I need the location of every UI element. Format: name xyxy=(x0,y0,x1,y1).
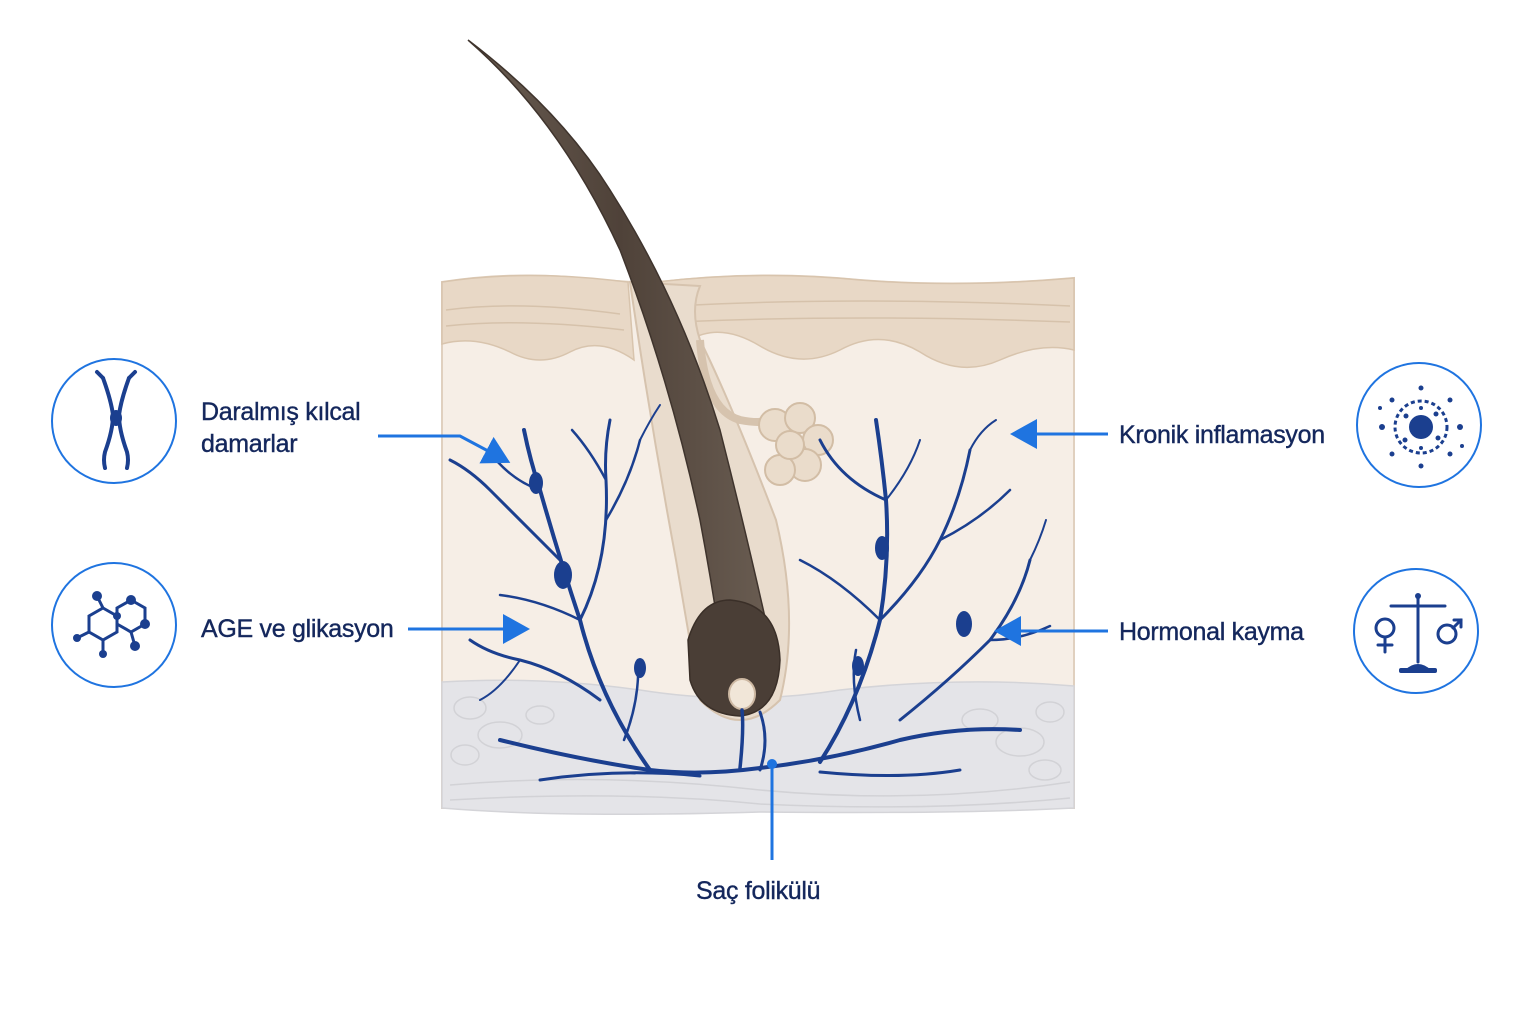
blood-vessels xyxy=(448,404,1052,782)
hormone-balance-icon xyxy=(1353,568,1479,694)
label-chronic-inflammation: Kronik inflamasyon xyxy=(1119,421,1326,449)
epidermis-right xyxy=(655,274,1075,369)
label-hormonal-shift: Hormonal kayma xyxy=(1119,618,1304,646)
sebaceous-gland xyxy=(758,402,834,486)
label-narrowed-capillaries: Daralmış kılcal damarlar xyxy=(201,396,361,460)
label-narrowed-capillaries-line1: Daralmış kılcal xyxy=(201,398,361,426)
label-age-glycation: AGE ve glikasyon xyxy=(201,615,394,643)
dermal-papilla xyxy=(728,678,756,710)
follicle-pointer-dot xyxy=(767,759,777,769)
label-narrowed-capillaries-line2: damarlar xyxy=(201,430,298,458)
narrowed-capillary-icon xyxy=(51,358,177,484)
subcutaneous-layer xyxy=(441,679,1075,815)
inflammation-cell-icon xyxy=(1356,362,1482,488)
hair-bulb xyxy=(687,599,781,717)
arrow-narrowed-capillaries xyxy=(378,434,511,464)
connector-arrows xyxy=(378,419,1108,860)
glycation-molecule-icon xyxy=(51,562,177,688)
label-hair-follicle: Saç folikülü xyxy=(696,877,821,905)
epidermis-left xyxy=(441,274,635,362)
